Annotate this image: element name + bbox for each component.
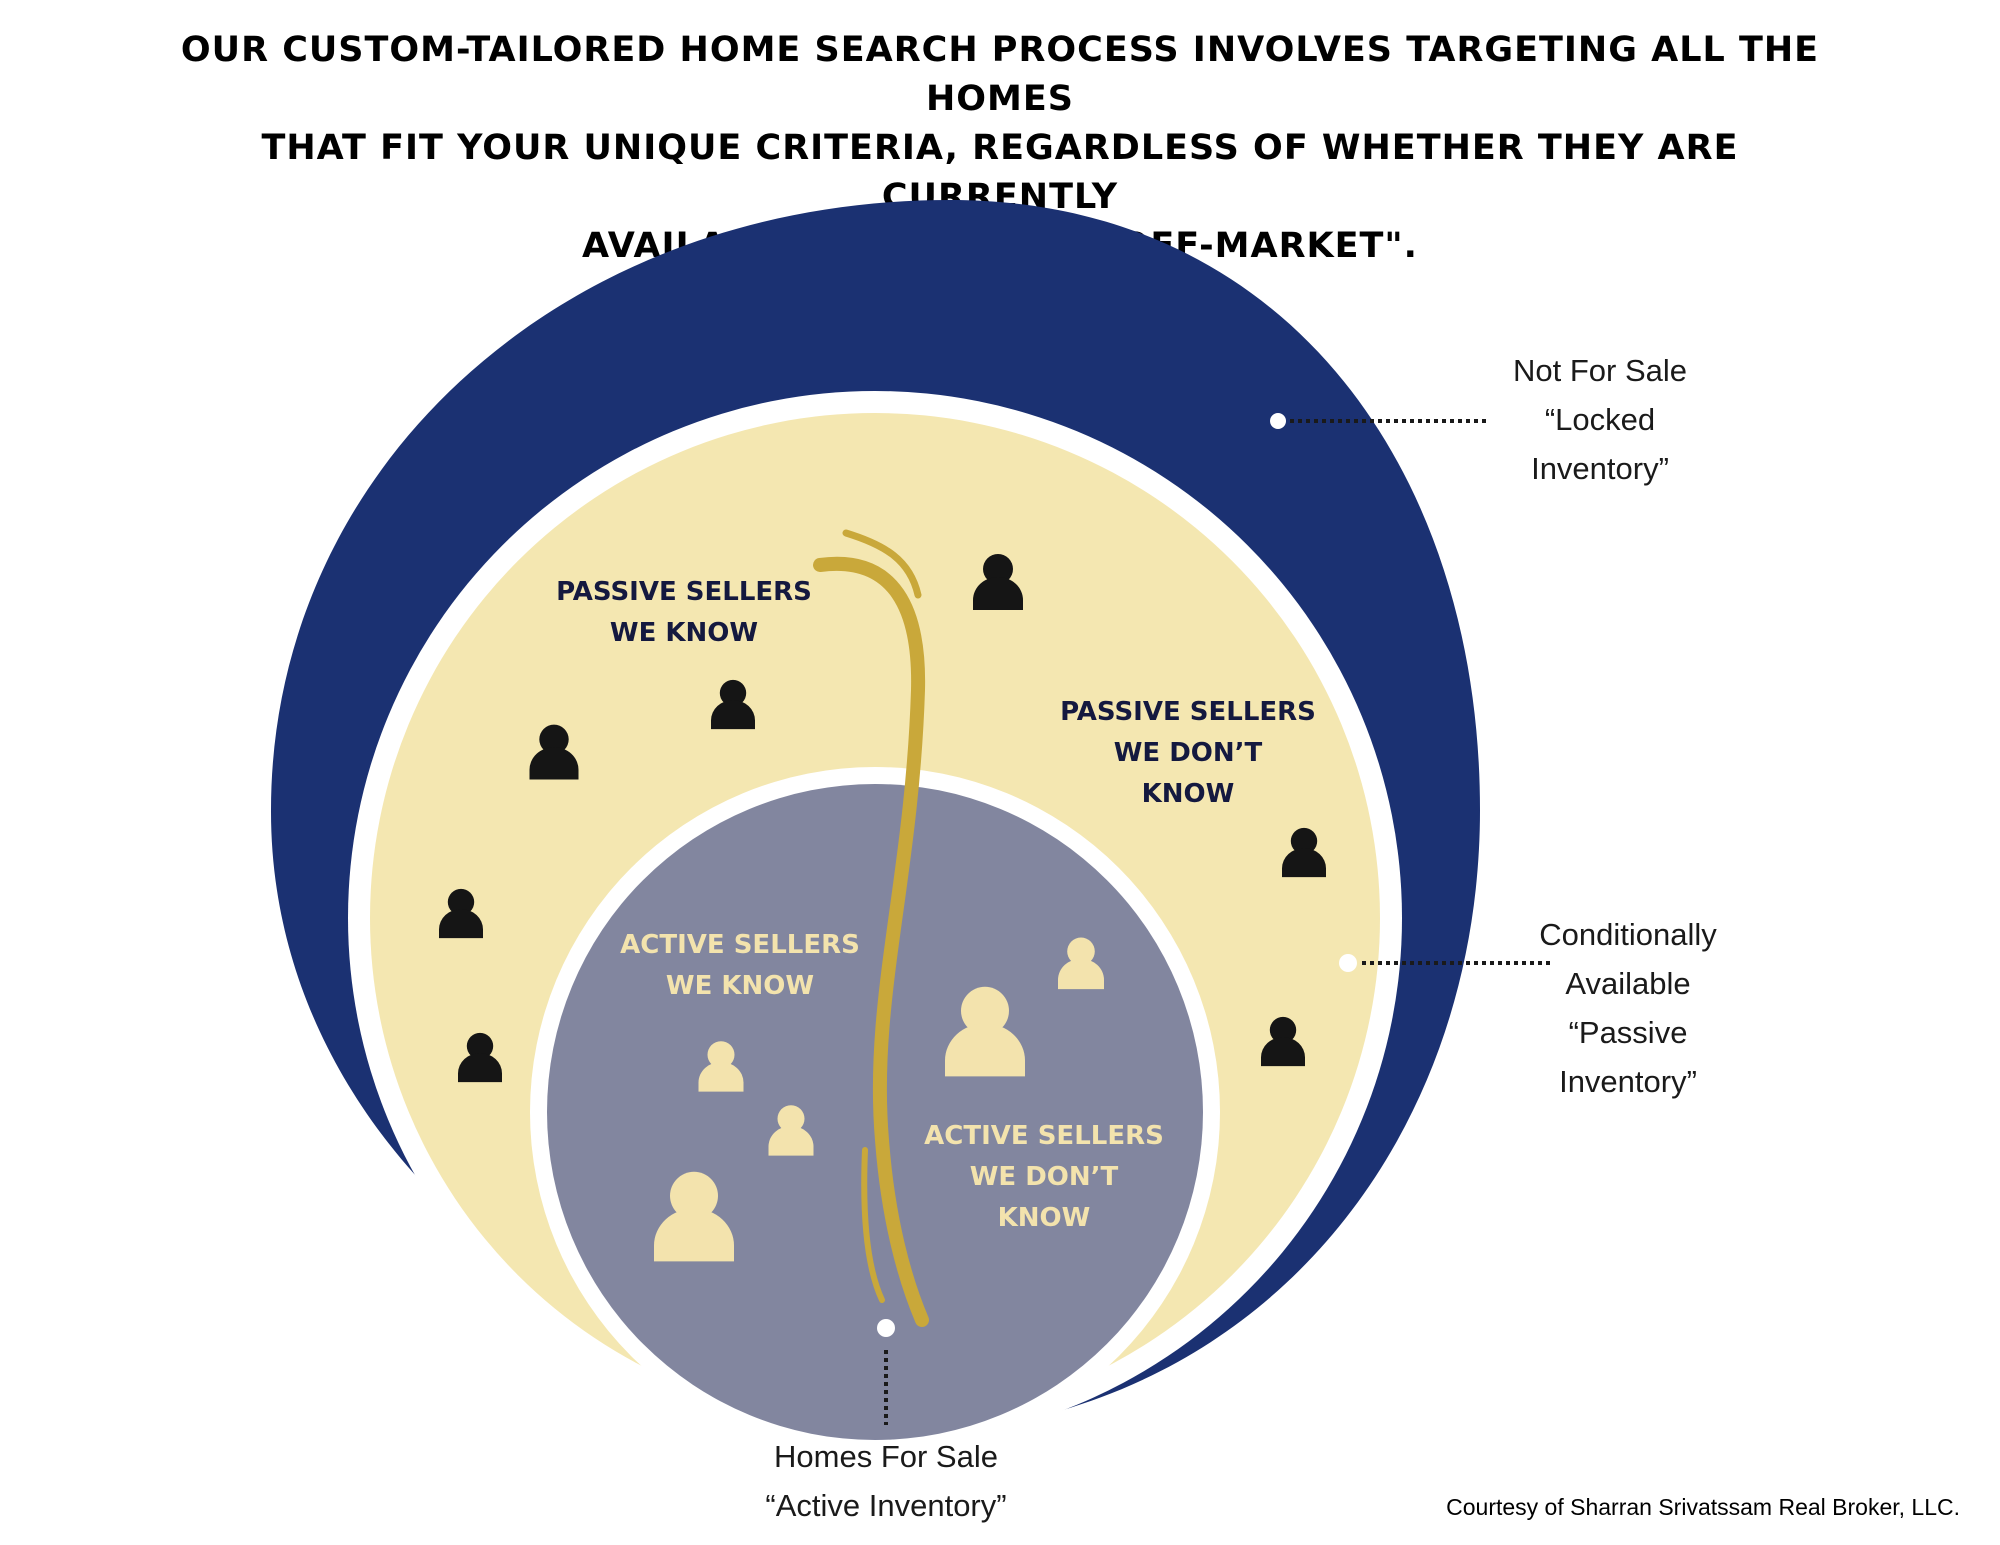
callout-line: Not For Sale xyxy=(1512,353,1687,388)
label-line: Active Sellers xyxy=(924,1121,1164,1151)
callout-line: Available xyxy=(1565,966,1691,1001)
callout-line: Conditionally xyxy=(1539,917,1717,952)
label-line: Passive Sellers xyxy=(556,577,812,607)
label-line: Passive Sellers xyxy=(1060,697,1316,727)
label-line: Know xyxy=(997,1203,1091,1233)
title-line: Our custom-tailored home search process … xyxy=(180,30,1820,119)
callout-line: “Active Inventory” xyxy=(765,1488,1007,1523)
callout-line: “Locked xyxy=(1544,402,1656,437)
callout-leader-active xyxy=(877,1319,895,1425)
label-line: We Know xyxy=(665,971,815,1001)
label-line: We Don’t xyxy=(969,1162,1119,1192)
active-sellers-we-know-label: Active Sellers We Know xyxy=(590,925,890,1007)
callout-line: Homes For Sale xyxy=(774,1439,998,1474)
label-line: We Don’t xyxy=(1113,738,1263,768)
active-sellers-we-dont-know-label: Active Sellers We Don’t Know xyxy=(894,1116,1194,1239)
label-line: Active Sellers xyxy=(620,930,860,960)
callout-line: “Passive xyxy=(1568,1015,1688,1050)
label-line: We Know xyxy=(609,618,759,648)
passive-sellers-we-know-label: Passive Sellers We Know xyxy=(534,572,834,654)
callout-leader-locked xyxy=(1270,413,1490,429)
callout-line: Inventory” xyxy=(1531,451,1669,486)
callout-line: Inventory” xyxy=(1559,1064,1697,1099)
label-line: Know xyxy=(1141,779,1235,809)
callout-leader-passive xyxy=(1339,954,1552,972)
gold-swirl-decoration xyxy=(813,529,929,1327)
passive-sellers-we-dont-know-label: Passive Sellers We Don’t Know xyxy=(1038,692,1338,815)
not-for-sale-callout: Not For Sale “Locked Inventory” xyxy=(1460,346,1740,493)
credit-text: Courtesy of Sharran Srivatssam Real Brok… xyxy=(1446,1494,1960,1520)
conditionally-available-callout: Conditionally Available “Passive Invento… xyxy=(1478,910,1778,1106)
homes-for-sale-callout: Homes For Sale “Active Inventory” xyxy=(686,1432,1086,1530)
